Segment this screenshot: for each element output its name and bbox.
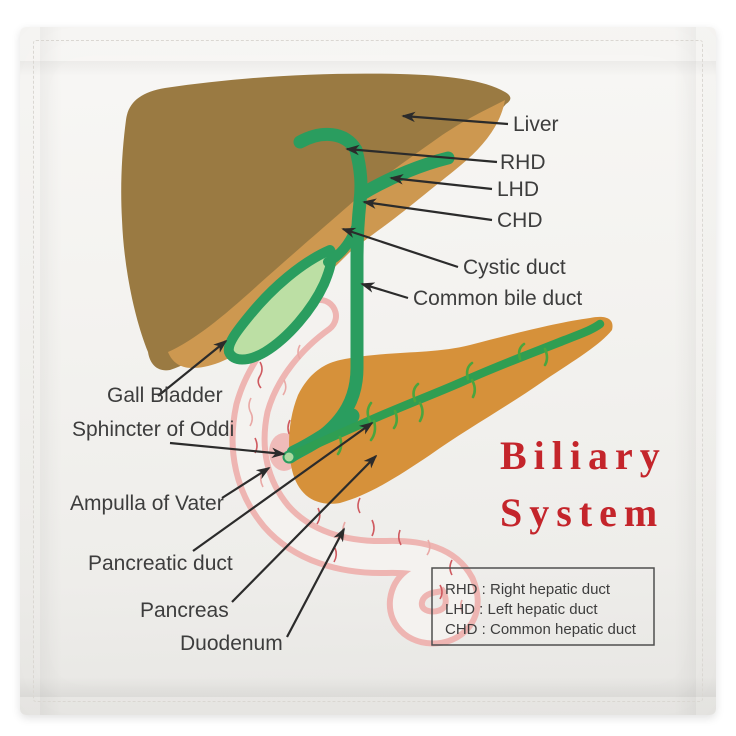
liver-label: Liver	[513, 113, 559, 136]
cystic-duct-arrow	[341, 227, 459, 269]
duodenum-arrow	[286, 527, 345, 638]
pancreatic-duct-arrow	[192, 421, 374, 552]
napkin-bottom-crease	[20, 677, 716, 697]
pancreas-arrow	[231, 454, 378, 603]
gallbladder-shape	[223, 245, 337, 365]
pancreatic-duct-branches	[336, 342, 549, 456]
chd-arrow	[362, 198, 493, 222]
pancreas-label: Pancreas	[140, 599, 229, 622]
lhd-arrow	[389, 174, 493, 191]
liver-arrow	[401, 111, 509, 126]
napkin-top-crease	[20, 61, 716, 83]
pancreatic-duct-label: Pancreatic duct	[88, 552, 233, 575]
napkin-hem-stitching	[33, 40, 703, 702]
common-bile-duct-label: Common bile duct	[413, 287, 582, 310]
left-hepatic-duct	[355, 151, 455, 201]
sphincter-of-oddi-arrow	[169, 441, 286, 459]
ampulla-of-vater-label: Ampulla of Vater	[70, 492, 224, 515]
legend-item-rhd: RHD : Right hepatic duct	[445, 581, 611, 598]
legend-item-chd: CHD : Common hepatic duct	[445, 621, 637, 638]
duodenum-tube-inner	[235, 303, 475, 641]
chd-label: CHD	[497, 209, 543, 232]
sphincter-of-oddi-label: Sphincter of Oddi	[72, 418, 234, 441]
common-bile-duct-arrow	[360, 282, 409, 300]
cystic-duct-label: Cystic duct	[463, 256, 566, 279]
gall-bladder-arrow	[157, 339, 228, 397]
diagram-title-line-2: System	[500, 490, 664, 535]
legend-box	[431, 567, 655, 646]
duodenum-label: Duodenum	[180, 632, 283, 655]
napkin-right-crease	[674, 27, 696, 715]
annotation-arrows	[157, 111, 509, 638]
napkin-left-crease	[40, 27, 62, 715]
lhd-label: LHD	[497, 178, 539, 201]
rhd-label: RHD	[500, 151, 546, 174]
gall-bladder-label: Gall Bladder	[107, 384, 223, 407]
rhd-arrow	[345, 144, 498, 164]
liver-shape	[121, 73, 511, 371]
ampulla-of-vater-dot	[282, 450, 296, 464]
diagram-title-line-1: Biliary	[500, 433, 667, 478]
ampulla-of-vater-arrow	[221, 467, 271, 499]
legend-item-lhd: LHD : Left hepatic duct	[445, 601, 598, 618]
